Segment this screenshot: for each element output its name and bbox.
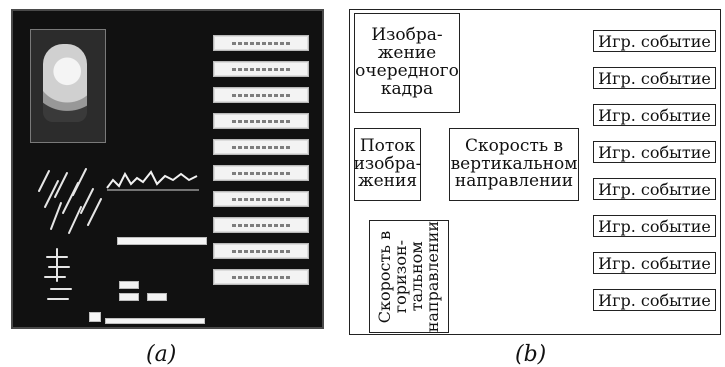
game-event-1-label: Игр. событие <box>598 31 711 51</box>
game-event-5-label: Игр. событие <box>598 179 711 199</box>
control-button-1[interactable] <box>213 35 309 51</box>
control-button-9[interactable] <box>213 243 309 259</box>
game-event-8: Игр. событие <box>593 289 716 311</box>
ui-screenshot-panel <box>11 9 324 329</box>
game-event-4-label: Игр. событие <box>598 142 711 162</box>
game-event-2-label: Игр. событие <box>598 68 711 88</box>
horizontal-speed-box: Скорость в горизон- тальном направлении <box>369 220 449 333</box>
vertical-speed-text: Скорость в вертикальном направлении <box>450 135 578 192</box>
game-event-1: Игр. событие <box>593 30 716 52</box>
horizontal-slider[interactable] <box>117 237 207 245</box>
control-button-3[interactable] <box>213 87 309 103</box>
event-mapping-diagram: Изобра- жение очередного кадра Поток изо… <box>349 9 721 335</box>
image-flow-text: Поток изобра- жения <box>353 135 422 192</box>
game-event-3: Игр. событие <box>593 104 716 126</box>
game-event-6: Игр. событие <box>593 215 716 237</box>
control-button-8[interactable] <box>213 217 309 233</box>
game-event-7: Игр. событие <box>593 252 716 274</box>
horizontal-speed-text: Скорость в горизон- тальном направлении <box>375 220 442 333</box>
control-button-10[interactable] <box>213 269 309 285</box>
control-button-6[interactable] <box>213 165 309 181</box>
caption-a: (a) <box>146 342 177 367</box>
game-event-4: Игр. событие <box>593 141 716 163</box>
small-input-2[interactable] <box>119 293 139 301</box>
bottom-status-strip <box>105 318 205 324</box>
game-event-5: Игр. событие <box>593 178 716 200</box>
next-frame-box: Изобра- жение очередного кадра <box>354 13 460 113</box>
game-event-7-label: Игр. событие <box>598 253 711 273</box>
game-event-6-label: Игр. событие <box>598 216 711 236</box>
control-button-7[interactable] <box>213 191 309 207</box>
vertical-speed-box: Скорость в вертикальном направлении <box>449 128 579 201</box>
speed-graph <box>106 170 199 191</box>
game-event-8-label: Игр. событие <box>598 290 711 310</box>
mini-button[interactable] <box>89 312 101 322</box>
control-button-4[interactable] <box>213 113 309 129</box>
motion-vectors-graphic <box>38 168 102 300</box>
next-frame-text: Изобра- жение очередного кадра <box>355 25 459 99</box>
image-flow-box: Поток изобра- жения <box>354 128 421 201</box>
game-event-2: Игр. событие <box>593 67 716 89</box>
game-event-3-label: Игр. событие <box>598 105 711 125</box>
person-image <box>43 44 87 122</box>
control-button-2[interactable] <box>213 61 309 77</box>
caption-b: (b) <box>515 342 547 367</box>
small-input-1[interactable] <box>119 281 139 289</box>
control-button-5[interactable] <box>213 139 309 155</box>
camera-frame <box>30 29 106 143</box>
small-input-3[interactable] <box>147 293 167 301</box>
